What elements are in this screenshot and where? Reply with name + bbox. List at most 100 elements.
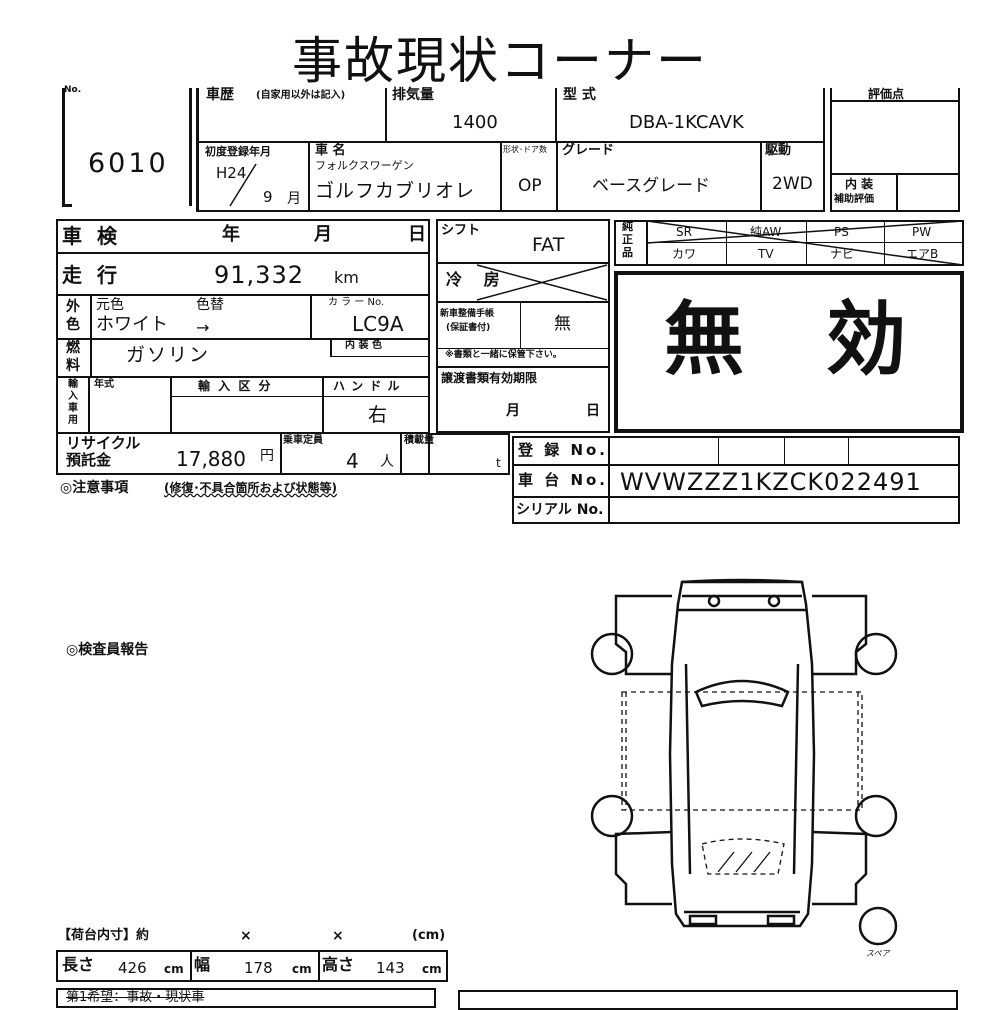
maintenance-bottom-line [436,366,610,368]
width-value: 178 [244,959,273,977]
shape-value: OP [518,176,542,196]
inspection-year: 年 [222,224,240,245]
interior-label: 内 装 [845,177,874,191]
height-label: 高さ [322,955,355,974]
first-reg-label: 初度登録年月 [205,145,271,158]
recycle-label-1: リサイクル [66,434,141,452]
first-reg-slash [229,163,257,207]
interior-color-line [330,356,430,357]
option-pw: PW [912,225,932,239]
shape-label: 形状･ドア数 [503,145,547,154]
drive-value: 2WD [772,174,813,194]
header-vline-3 [823,88,825,212]
invalid-text-2: 効 [826,293,906,386]
lot-label: No. [64,85,82,95]
reg-cell-2 [784,436,785,464]
header-vline-4 [308,142,310,212]
header-vline-1 [385,88,387,142]
load-unit: t [496,456,501,470]
recycle-label-2: 預託金 [66,451,112,469]
shift-label: シフト [441,223,481,238]
reg-label: 登 録 No. [518,441,609,459]
transfer-day: 日 [586,403,600,419]
import-divider-3 [322,377,324,433]
length-label: 長さ [62,955,95,974]
hope-label: 第1希望：事故・現状車 [66,990,205,1005]
load-bottom-line [430,473,510,475]
header-vline-6 [556,142,558,212]
reg-row-line-2 [512,496,960,498]
options-cross-out [647,221,963,265]
header-vline-2 [555,88,557,142]
dims-divider-2 [318,950,320,982]
fuel-label-1: 燃 [66,340,80,356]
import-class-label: 輸 入 区 分 [198,379,273,393]
inspection-day: 日 [408,224,426,245]
lot-bracket-foot [62,204,72,207]
chassis-label: 車 台 No. [518,471,609,489]
color-change-label: 色替 [196,297,224,313]
history-note: (自家用以外は記入) [256,90,346,101]
mileage-label: 走 行 [62,263,121,287]
options-col-1 [726,220,727,266]
mid-col-right-line [608,219,610,433]
transfer-label: 譲渡書類有効期限 [441,371,538,385]
import-label-1: 輸 [68,379,78,390]
color-code-label: カ ラ ー No. [328,297,385,308]
chassis-value: WVWZZZ1KZCK022491 [620,468,922,496]
mileage-unit: km [334,268,359,287]
score-left-line [830,88,832,212]
maintenance-label-2: (保証書付) [446,323,491,333]
grade-label: グレード [562,143,615,158]
score-bottom-line [830,210,960,212]
import-label-2: 入 [68,391,78,402]
car-diagram [590,578,898,946]
mid-col-top-line [436,219,610,221]
interior-color-divider [330,339,332,357]
fuel-label-divider [90,339,92,377]
dims-divider-1 [190,950,192,982]
load-label: 積載量 [404,435,434,446]
page-title: 事故現状コーナー [292,32,708,90]
color-arrow: → [196,318,210,337]
length-value: 426 [118,959,147,977]
registration-frame [512,436,960,524]
maintenance-note-line [436,348,610,349]
import-label-4: 用 [68,415,78,426]
recycle-divider [280,433,282,475]
cargo-x2: × [332,928,344,944]
import-year-label: 年式 [94,379,114,390]
reg-row-line-1 [512,464,960,466]
load-top-line [430,433,510,435]
row-line-2 [56,294,430,296]
option-airbag: エアB [906,247,939,261]
load-right-line [508,433,510,475]
first-reg-month: 9 [263,188,273,206]
capacity-label: 乗車定員 [283,435,323,446]
maintenance-note: ※書類と一緒に保管下さい。 [445,350,562,360]
notes-label: ◎注意事項 [60,480,129,496]
reg-cell-3 [848,436,849,464]
color-label-1: 外 [66,299,80,315]
transfer-month: 月 [506,403,520,419]
maintenance-value: 無 [554,314,571,334]
lot-divider-2 [196,88,199,212]
import-divider-2 [170,377,172,433]
inspection-label: 車 検 [62,224,121,248]
car-maker: フォルクスワーゲン [315,159,414,172]
cargo-x1: × [240,928,252,944]
drive-label: 駆動 [765,143,792,158]
import-header-line [170,396,430,397]
width-label: 幅 [194,955,211,974]
left-info-frame [56,219,430,475]
color-code-divider [310,295,312,339]
displacement-value: 1400 [452,112,498,133]
row-line-1 [56,252,430,254]
mid-col-left-line [436,219,438,433]
capacity-value: 4 [346,449,359,473]
dims-frame [56,950,448,982]
first-reg-month-unit: 月 [287,191,301,207]
height-unit: cm [422,962,442,976]
options-col-3 [884,220,885,266]
recycle-unit: 円 [260,448,274,464]
